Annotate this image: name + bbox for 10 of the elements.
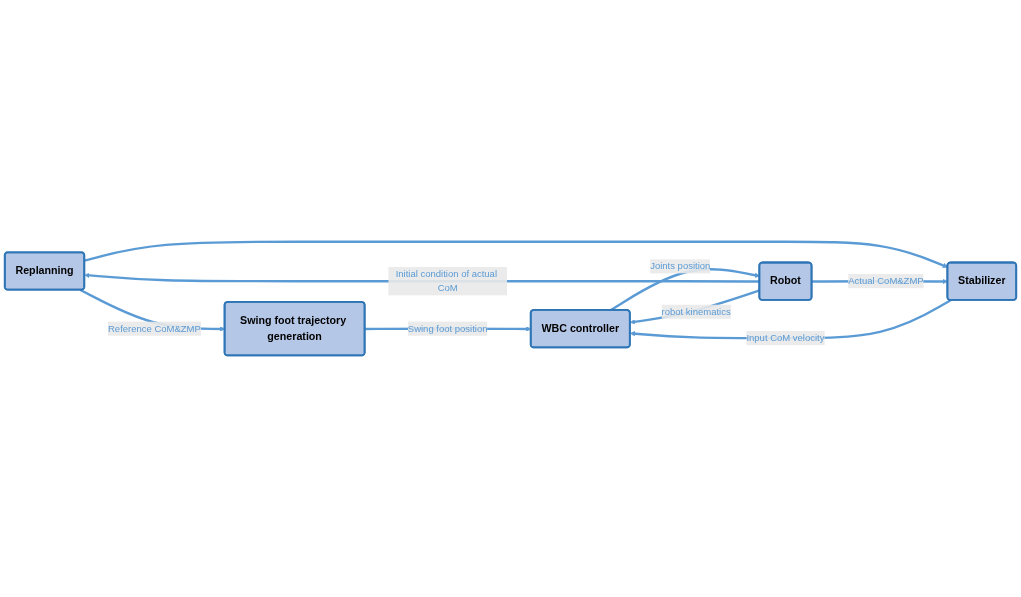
arrow — [629, 299, 952, 340]
edge-label: Actual CoM&ZMP — [848, 275, 924, 286]
edge-label: Reference CoM&ZMP — [108, 323, 201, 334]
edge-label: Swing foot position — [407, 323, 488, 334]
arrow — [629, 289, 760, 325]
edge-label: robot kinematics — [661, 306, 731, 317]
edge-label: Joints position — [650, 261, 711, 272]
arrow — [84, 240, 948, 268]
edge-label: Initial condition of actual CoM — [395, 268, 498, 293]
edge-label: Input CoM velocity — [746, 332, 825, 343]
